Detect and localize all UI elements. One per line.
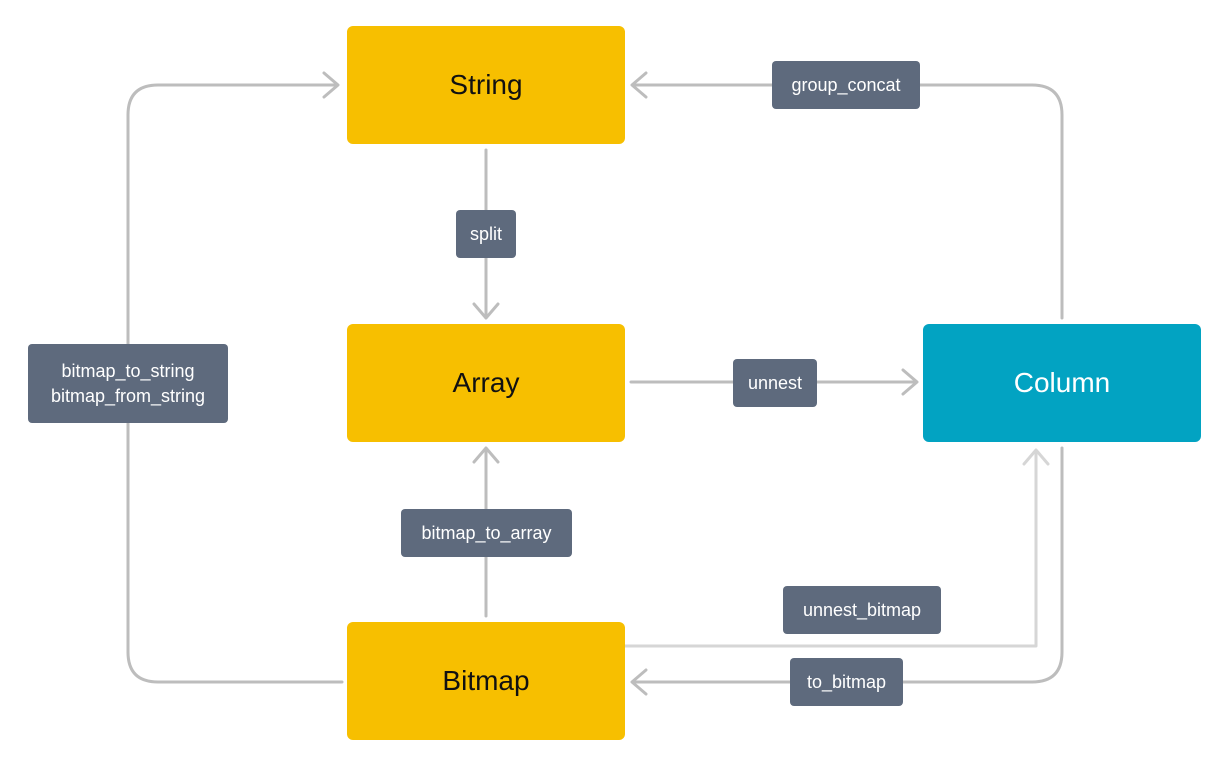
string-node-label: String <box>449 69 523 100</box>
bitmap-to-array-text: bitmap_to_array <box>421 522 552 543</box>
column-node-label: Column <box>1013 367 1111 398</box>
arrowhead-into-string-right <box>630 71 648 99</box>
arrowhead-into-column-bottom <box>1022 448 1050 466</box>
bitmap-to-string-text: bitmap_to_string <box>61 360 195 381</box>
bitmap-from-string-text: bitmap_from_string <box>50 385 206 406</box>
string-node[interactable]: String <box>347 26 625 144</box>
bitmap-node[interactable]: Bitmap <box>347 622 625 740</box>
array-node-label: Array <box>452 367 520 398</box>
to-bitmap-label: to_bitmap <box>790 658 903 706</box>
connector-column-to-bitmap <box>632 446 1064 684</box>
unnest-bitmap-label: unnest_bitmap <box>783 586 941 634</box>
unnest-bitmap-text: unnest_bitmap <box>802 599 922 620</box>
column-node[interactable]: Column <box>923 324 1201 442</box>
arrowhead-into-string-left <box>322 71 340 99</box>
array-node[interactable]: Array <box>347 324 625 442</box>
connector-column-to-string <box>632 83 1064 320</box>
connector-bitmap-to-column <box>620 450 1038 648</box>
unnest-label: unnest <box>733 359 817 407</box>
split-label: split <box>456 210 516 258</box>
to-bitmap-text: to_bitmap <box>806 671 887 692</box>
arrowhead-into-array-top <box>472 302 500 320</box>
group-concat-label: group_concat <box>772 61 920 109</box>
split-text: split <box>469 223 502 244</box>
bitmap-node-label: Bitmap <box>442 665 530 696</box>
group-concat-text: group_concat <box>791 74 901 95</box>
bitmap-string-label: bitmap_to_string bitmap_from_string <box>28 344 228 423</box>
arrowhead-into-array-bottom <box>472 446 500 464</box>
bitmap-to-array-label: bitmap_to_array <box>401 509 572 557</box>
unnest-text: unnest <box>747 372 803 393</box>
arrowhead-into-bitmap-right <box>630 668 648 696</box>
arrowhead-into-column-left <box>901 368 919 396</box>
